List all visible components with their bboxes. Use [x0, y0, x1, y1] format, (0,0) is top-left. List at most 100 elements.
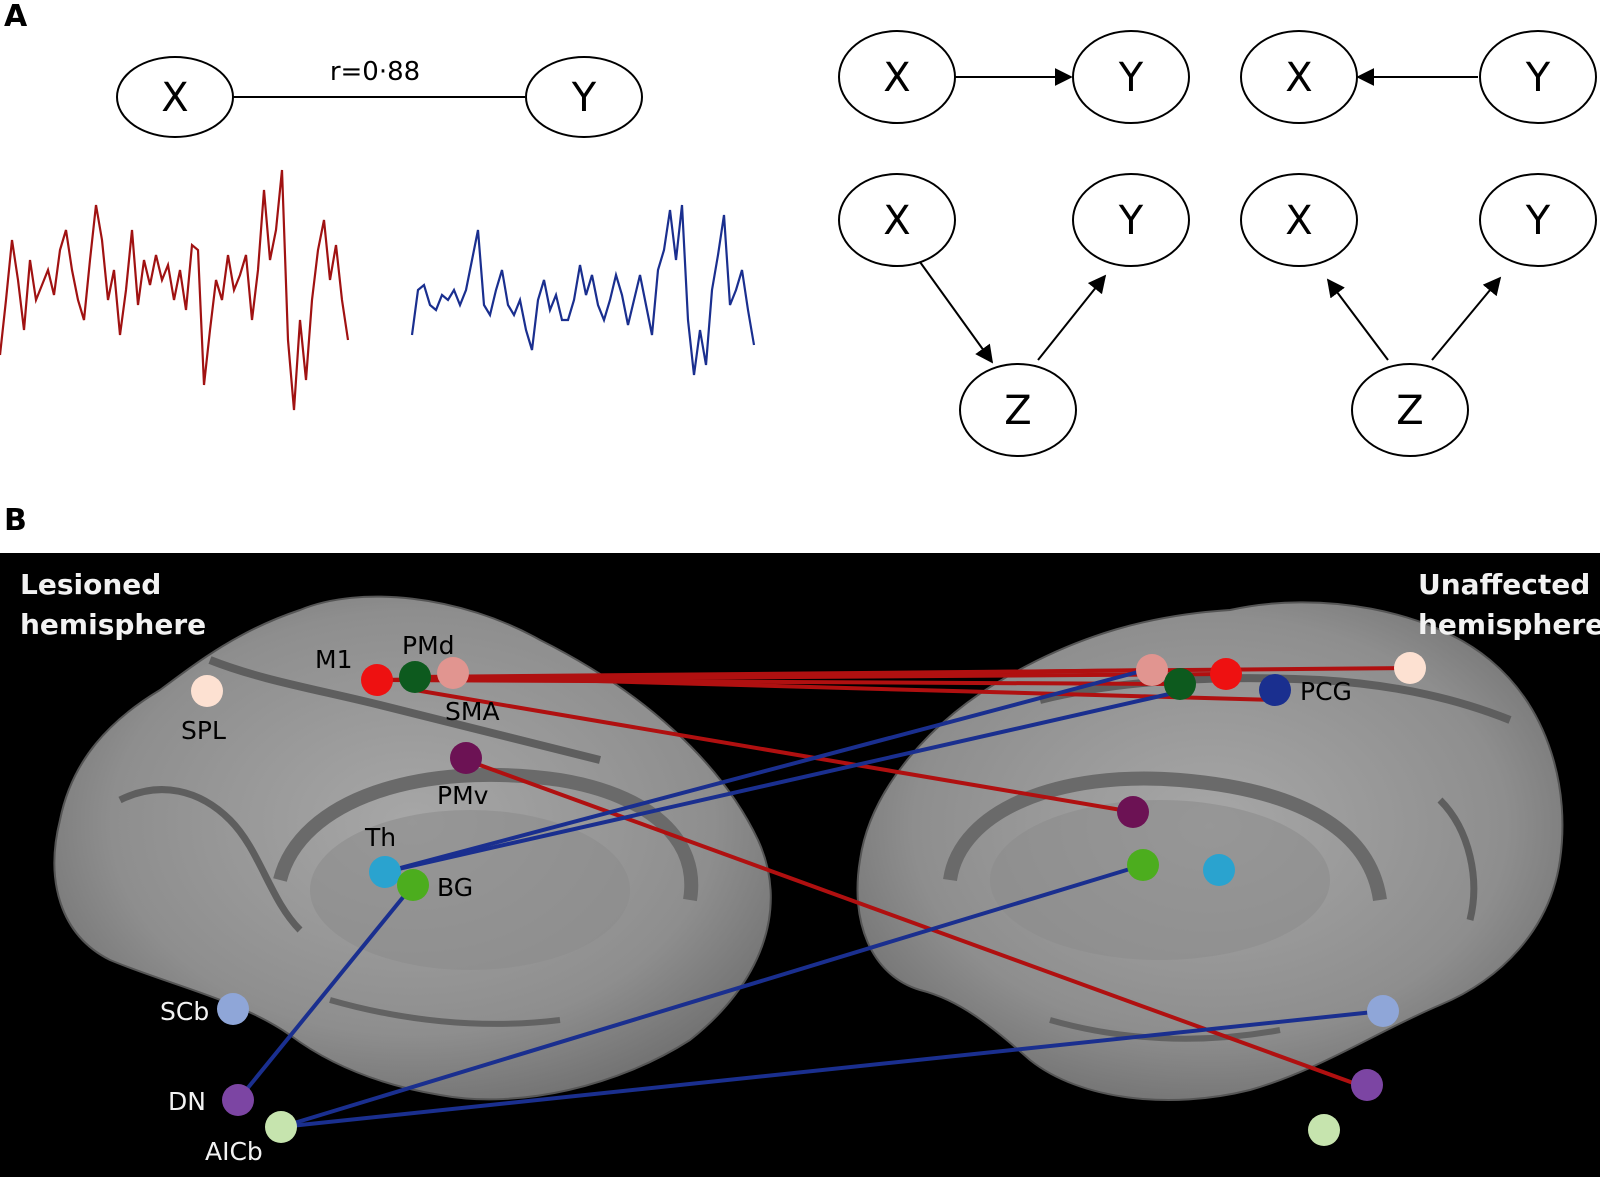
- region-spl-label: SPL: [181, 716, 226, 745]
- corr-node-x-label: X: [161, 75, 188, 121]
- node-x: [1240, 173, 1358, 267]
- node-y-label: Y: [1525, 55, 1551, 101]
- left-deep-gray: [310, 810, 630, 970]
- node-z: [1351, 363, 1469, 457]
- signal-y-trace: [410, 204, 756, 376]
- region-th-node: [369, 856, 401, 888]
- region-r-pcg-node: [1259, 674, 1291, 706]
- connection-th-to-r-sma: [384, 670, 1139, 874]
- region-th-label: Th: [364, 823, 396, 852]
- node-y: [1072, 30, 1190, 124]
- left-sulcus-1: [208, 656, 601, 764]
- node-y: [1072, 173, 1190, 267]
- red-connections: [376, 666, 1411, 1090]
- dag-mediated: X Y Z: [838, 173, 1190, 457]
- node-x-label: X: [1285, 55, 1312, 101]
- region-pmv-node: [450, 742, 482, 774]
- panel-b-letter: B: [4, 503, 27, 538]
- region-bg-node: [397, 869, 429, 901]
- edge-z-to-y: [1431, 276, 1502, 361]
- right-sulcus-2: [1437, 797, 1478, 921]
- node-z: [959, 363, 1077, 457]
- region-aicb-node: [265, 1111, 297, 1143]
- region-r-sma-node: [1136, 654, 1168, 686]
- region-m1-label: M1: [315, 645, 352, 674]
- dag-direct-yx: X Y: [1240, 30, 1597, 124]
- region-r-pmd-node: [1164, 668, 1196, 700]
- node-x-label: X: [883, 55, 910, 101]
- region-r-scb-node: [1367, 995, 1399, 1027]
- node-x: [838, 30, 956, 124]
- region-spl-node: [191, 675, 223, 707]
- node-x-label: X: [1285, 198, 1312, 244]
- left-regions: SPL M1 PMd SMA PMv Th BG SCb DN AICb: [160, 631, 500, 1166]
- node-y: [1479, 173, 1597, 267]
- node-y-label: Y: [1525, 198, 1551, 244]
- lesioned-title-line-2: hemisphere: [20, 608, 206, 641]
- region-pmd-node: [399, 661, 431, 693]
- blue-connections: [236, 670, 1384, 1129]
- correlation-diagram: X Y r=0·88: [116, 56, 643, 138]
- region-pmd-label: PMd: [402, 631, 455, 660]
- right-regions: PCG: [1117, 652, 1426, 1146]
- region-m1-node: [361, 664, 393, 696]
- region-r-bg-node: [1127, 849, 1159, 881]
- panel-a-letter: A: [4, 0, 28, 34]
- node-z-label: Z: [1396, 388, 1423, 434]
- region-r-m1-node: [1210, 658, 1242, 690]
- left-corpus-callosum: [273, 767, 699, 902]
- region-r-spl-node: [1394, 652, 1426, 684]
- right-deep-gray: [990, 800, 1330, 960]
- dag-common-cause: X Y Z: [1240, 173, 1597, 457]
- connection-bg-to-dn: [236, 883, 415, 1102]
- dag-direct-xy: X Y: [838, 30, 1190, 124]
- node-x: [838, 173, 956, 267]
- node-y: [1479, 30, 1597, 124]
- connection-pmd-to-r-spl: [414, 666, 1411, 679]
- region-r-th-node: [1203, 854, 1235, 886]
- region-bg-label: BG: [437, 873, 473, 902]
- left-sulcus-3: [329, 997, 561, 1027]
- edge-x-to-z: [919, 261, 994, 364]
- node-x: [1240, 30, 1358, 124]
- unaffected-hemisphere-title: Unaffected hemisphere: [1418, 568, 1600, 641]
- region-dn-label: DN: [168, 1087, 206, 1116]
- corr-node-x: [116, 56, 234, 138]
- region-r-pmv-node: [1117, 796, 1149, 828]
- region-pcg-label: PCG: [1300, 677, 1352, 706]
- right-corpus-callosum: [943, 771, 1387, 902]
- connection-sma-to-r-pcg: [452, 675, 1276, 702]
- connection-pmv-to-r-dn: [465, 758, 1368, 1090]
- time-series: [0, 169, 756, 411]
- region-pmv-label: PMv: [437, 781, 489, 810]
- region-scb-label: SCb: [160, 997, 209, 1026]
- corr-node-y-label: Y: [571, 75, 597, 121]
- corr-node-y: [525, 56, 643, 138]
- panel-a: A X Y r=0·88 X Y X Y: [0, 0, 1597, 457]
- node-z-label: Z: [1004, 388, 1031, 434]
- edge-z-to-y: [1037, 274, 1107, 361]
- edge-z-to-x: [1326, 278, 1389, 361]
- node-x-label: X: [883, 198, 910, 244]
- left-brain: [53, 595, 772, 1101]
- node-y-label: Y: [1118, 198, 1144, 244]
- right-sulcus-1: [1039, 674, 1512, 724]
- connection-aicb-to-r-scb: [280, 1009, 1384, 1129]
- connection-th-to-r-pmd: [384, 690, 1179, 874]
- lesioned-title-line-1: Lesioned: [20, 568, 161, 601]
- right-sulcus-3: [1049, 1017, 1281, 1042]
- connection-sma-to-r-pmv: [414, 688, 1134, 814]
- connection-aicb-to-r-bg: [280, 863, 1144, 1129]
- left-sulcus-2: [118, 786, 303, 933]
- region-r-dn-node: [1351, 1069, 1383, 1101]
- region-aicb-label: AICb: [205, 1137, 263, 1166]
- lesioned-hemisphere-title: Lesioned hemisphere: [20, 568, 206, 641]
- region-dn-node: [222, 1084, 254, 1116]
- unaffected-title-line-2: hemisphere: [1418, 608, 1600, 641]
- correlation-label: r=0·88: [330, 57, 420, 87]
- unaffected-title-line-1: Unaffected: [1418, 568, 1590, 601]
- panel-b: B Lesioned hemisphere Unaffected h: [0, 503, 1600, 1177]
- region-sma-node: [437, 657, 469, 689]
- region-scb-node: [217, 993, 249, 1025]
